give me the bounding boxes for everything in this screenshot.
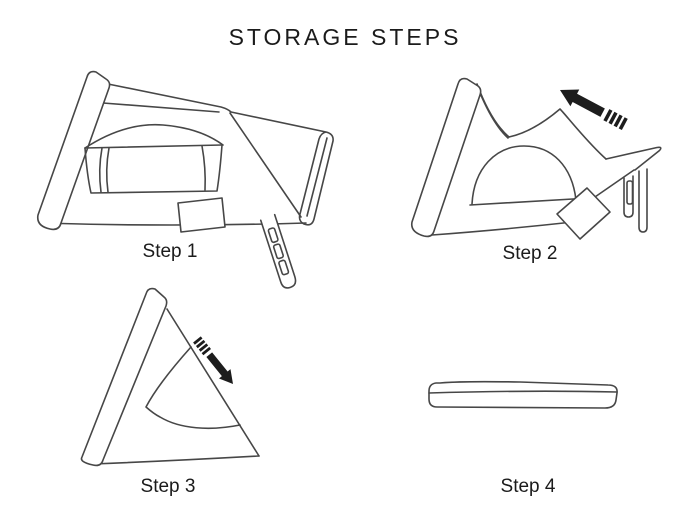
tent-ridge-inner-line [102,102,220,113]
arrow-up-left-icon [560,89,628,131]
fabric-sag-inner [479,92,509,139]
ladder-rung-slot [278,259,290,276]
fabric-fold-left-2 [105,147,110,193]
base-rear-point [605,146,662,171]
shell-hypotenuse-edge [166,308,260,457]
arrow-stripe [613,114,623,128]
lid-panel [80,287,168,467]
step-4-label: Step 4 [500,476,556,497]
base-edge-inner-line [306,137,328,217]
arrow-head [560,89,605,117]
base-bottom-edge [431,221,574,236]
step-4-illustration [428,380,618,409]
fabric-fold-peak [508,108,607,160]
fabric-fold-left-1 [98,147,103,193]
closed-case [428,380,618,409]
base-bottom-edge [92,455,260,465]
tent-fabric-arch [84,123,224,149]
fabric-fold-right [201,145,206,191]
step-1-illustration [36,70,334,289]
arrow-stripe [201,346,212,356]
window-top-edge [84,144,223,149]
step-3-label: Step 3 [140,476,196,497]
arrow-head [206,352,233,384]
ladder-extended [259,213,297,289]
lid-panel [410,77,482,238]
ladder-rail [638,168,648,233]
base-top-edge [469,197,591,206]
ladder-rail [623,175,634,218]
page-title: STORAGE STEPS [228,24,462,50]
mattress-dome [471,145,577,205]
arrow-stripe [608,111,618,125]
ladder-rail [259,213,297,289]
ladder-rung-slot [267,227,279,244]
fabric-sag-outer [476,83,510,138]
storage-bag [556,187,611,240]
open-lid-panel [36,70,111,231]
window-opening [84,144,223,194]
step-2-illustration [410,77,662,240]
step-1-label: Step 1 [142,241,198,262]
step-3-illustration [80,287,260,467]
base-front-slope [229,112,302,218]
ladder-rung-slot [272,243,284,260]
ladder-folded [623,168,648,233]
step-2-label: Step 2 [502,243,558,264]
arrow-stripe [193,336,203,345]
arrow-stripe [603,109,613,122]
storage-bag [177,197,226,233]
arrow-stripe [618,117,628,131]
arrow-down-right-icon [193,336,233,384]
arrow-stripe [198,343,209,352]
arrow-stripe [195,339,206,349]
ladder-rung-slot [626,180,634,205]
tent-base-top-edge [107,83,334,226]
fabric-tucked-bulge [145,346,241,430]
case-lid-seam [428,390,618,394]
